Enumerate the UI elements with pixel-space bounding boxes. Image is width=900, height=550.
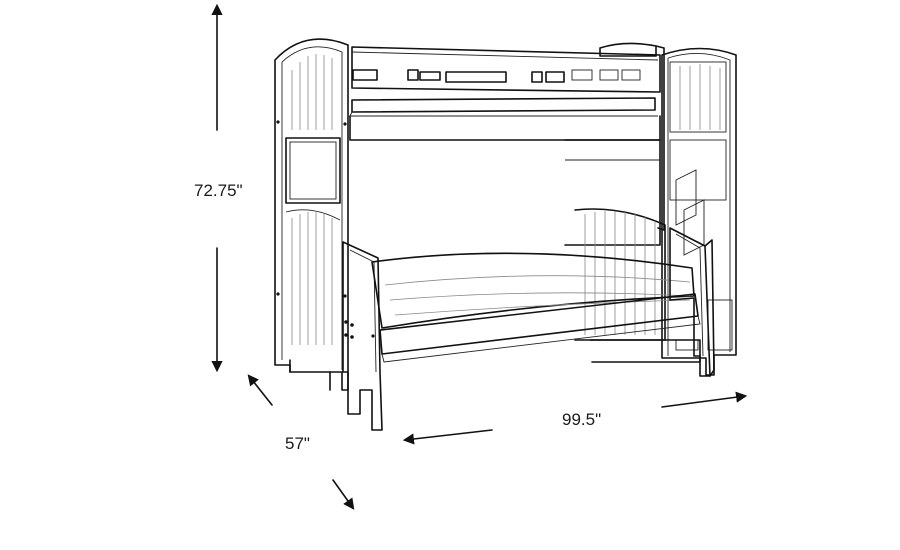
width-arrow-right <box>661 391 748 408</box>
lower-front-end-panel <box>342 241 383 431</box>
upper-mattress <box>349 97 661 141</box>
depth-label: 57" <box>285 434 310 453</box>
back-frame <box>564 139 701 363</box>
stair-unit <box>599 42 737 376</box>
height-label: 72.75" <box>194 181 243 200</box>
bunk-bed-drawing <box>274 38 737 431</box>
upper-right-post <box>655 45 665 231</box>
width-arrow-left <box>402 429 493 445</box>
lower-mattress <box>371 252 695 329</box>
upper-guard-rail <box>351 46 661 93</box>
lower-foot-end-panel <box>669 227 715 377</box>
depth-arrow-top <box>247 374 273 406</box>
width-label: 99.5" <box>562 410 601 429</box>
left-end-panel <box>274 38 349 391</box>
lower-side-rail <box>379 293 701 363</box>
depth-arrow-bottom <box>332 479 355 510</box>
